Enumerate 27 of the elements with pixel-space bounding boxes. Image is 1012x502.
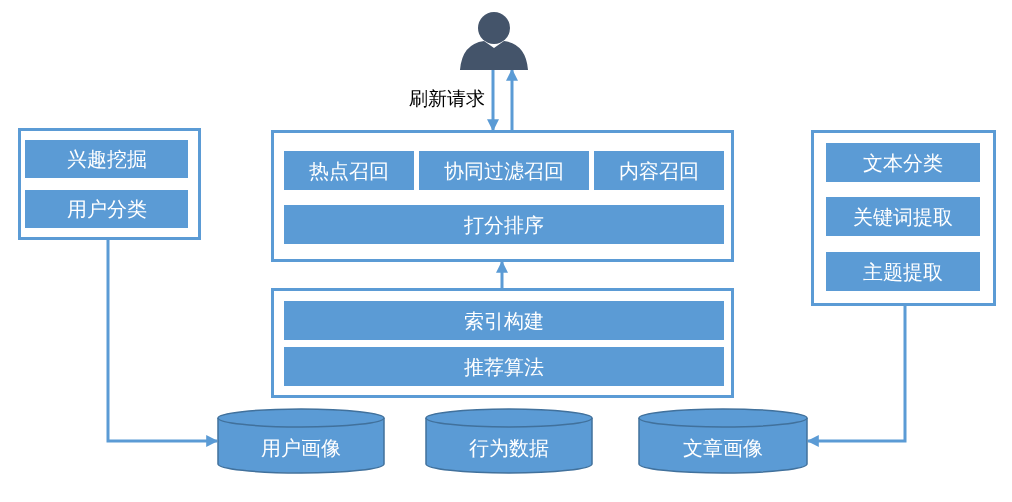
process-box: 打分排序 bbox=[284, 205, 724, 244]
process-box: 关键词提取 bbox=[826, 197, 980, 236]
process-box: 热点召回 bbox=[284, 151, 414, 190]
database-cylinder bbox=[425, 408, 593, 474]
process-box: 主题提取 bbox=[826, 252, 980, 291]
cylinder-label: 文章画像 bbox=[682, 435, 764, 462]
edge-label: 刷新请求 bbox=[409, 86, 485, 110]
process-box: 兴趣挖掘 bbox=[25, 140, 188, 178]
cylinder-label: 用户画像 bbox=[260, 435, 342, 462]
arrow bbox=[506, 68, 518, 130]
process-box: 索引构建 bbox=[284, 301, 724, 340]
cylinder-label: 行为数据 bbox=[468, 435, 550, 462]
process-box: 推荐算法 bbox=[284, 347, 724, 386]
process-box: 协同过滤召回 bbox=[419, 151, 589, 190]
process-box: 用户分类 bbox=[25, 190, 188, 228]
arrow bbox=[806, 306, 907, 447]
process-box: 文本分类 bbox=[826, 143, 980, 182]
arrow bbox=[496, 260, 508, 288]
group-panel bbox=[18, 128, 201, 240]
arrow bbox=[487, 70, 499, 132]
database-cylinder bbox=[638, 408, 808, 474]
database-cylinder bbox=[217, 408, 385, 474]
arrow bbox=[106, 240, 219, 447]
group-panel bbox=[811, 130, 996, 306]
process-box: 内容召回 bbox=[594, 151, 724, 190]
group-panel bbox=[271, 288, 734, 398]
group-panel bbox=[271, 130, 734, 262]
